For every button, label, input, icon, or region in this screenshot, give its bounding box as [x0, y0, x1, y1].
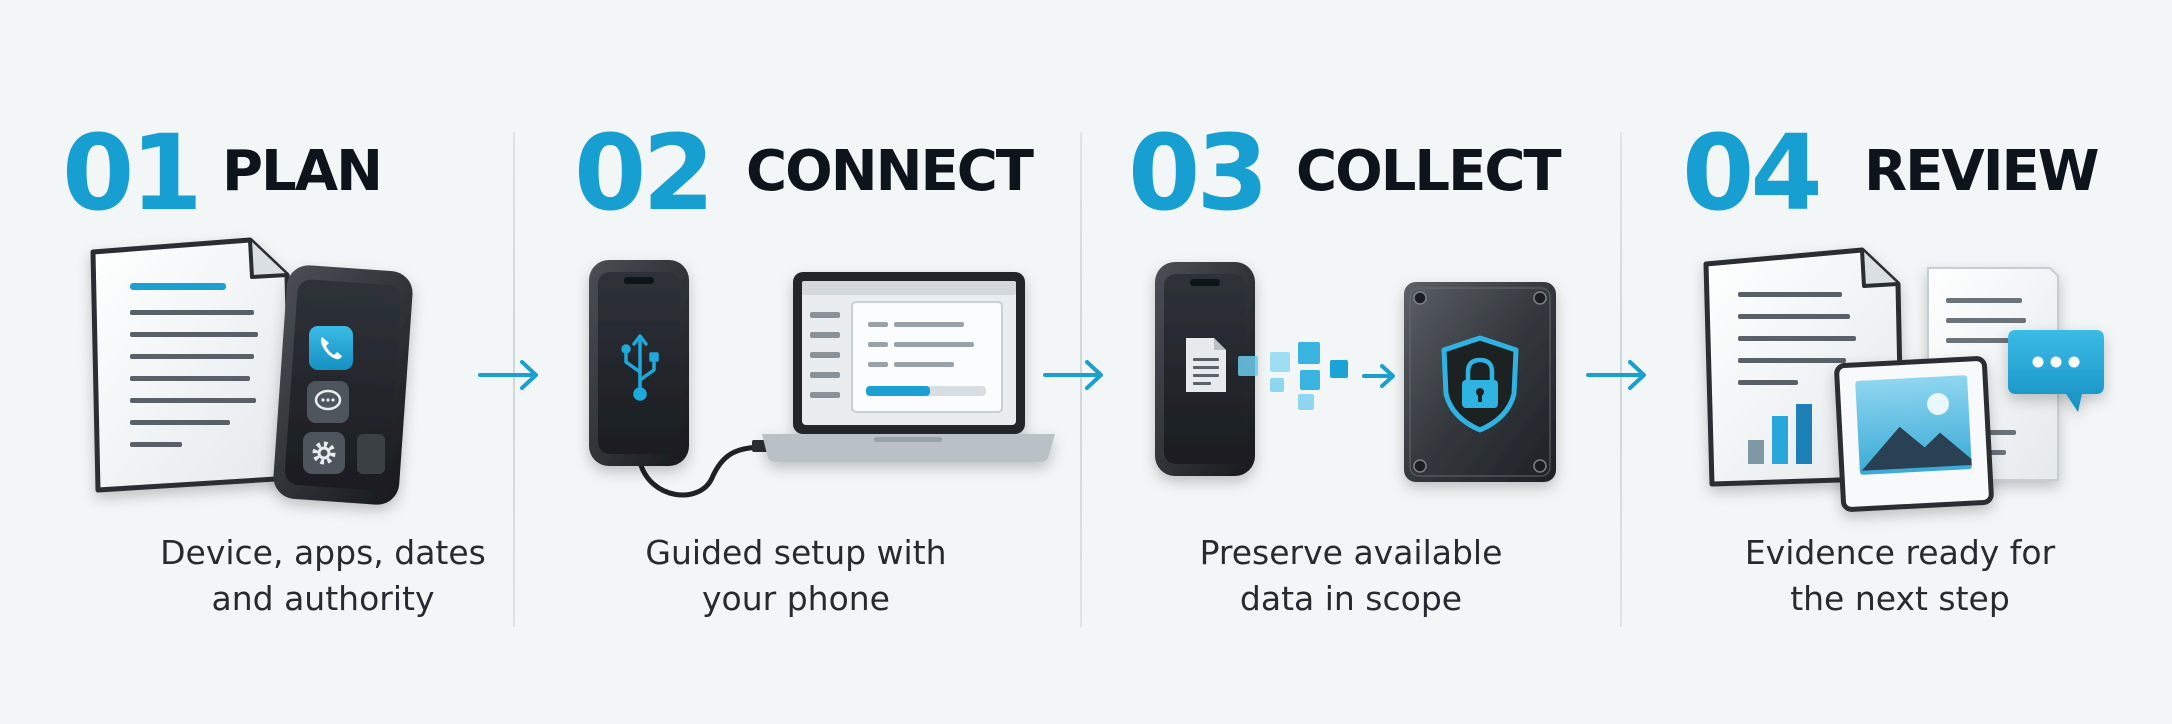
step-divider [513, 132, 515, 627]
caption-line: and authority [211, 579, 435, 618]
caption-line: Device, apps, dates [160, 533, 486, 572]
image-icon [1834, 356, 1994, 512]
secure-storage-icon [1404, 282, 1556, 482]
step-4-caption: Evidence ready for the next step [1680, 530, 2120, 622]
call-app-icon [309, 326, 353, 370]
cable-icon [637, 444, 763, 498]
step-2-caption: Guided setup with your phone [576, 530, 1016, 622]
step-4-title: REVIEW [1864, 139, 2100, 204]
step-3-caption: Preserve available data in scope [1131, 530, 1571, 622]
file-icon [1186, 338, 1226, 392]
phone-icon [273, 265, 413, 505]
caption-line: Evidence ready for [1744, 533, 2056, 572]
step-2-number: 02 [574, 112, 715, 234]
step-divider [1080, 132, 1082, 627]
step-divider [1620, 132, 1622, 627]
chart-icon [1748, 404, 1812, 464]
lock-shield-icon [1441, 335, 1519, 433]
laptop-icon [762, 272, 1055, 462]
usb-icon [621, 334, 659, 401]
chat-app-icon [307, 381, 349, 423]
caption-line: data in scope [1239, 579, 1463, 618]
arrow-right-icon [1043, 360, 1103, 390]
caption-line: Guided setup with [645, 533, 947, 572]
arrow-right-icon [478, 360, 538, 390]
data-transfer-icon [1238, 342, 1395, 410]
step-2-title: CONNECT [746, 139, 1034, 204]
step-4-number: 04 [1682, 112, 1823, 234]
step-3-number: 03 [1128, 112, 1269, 234]
step-1-caption: Device, apps, dates and authority [103, 530, 543, 622]
phone-icon [589, 260, 689, 466]
step-3-title: COLLECT [1296, 139, 1562, 204]
phone-icon [1155, 262, 1255, 476]
gear-app-icon [303, 432, 345, 474]
document-icon [90, 237, 295, 493]
step-1-number: 01 [62, 112, 203, 234]
caption-line: the next step [1790, 579, 2010, 618]
caption-line: your phone [702, 579, 890, 618]
chat-bubble-icon [2008, 330, 2104, 412]
caption-line: Preserve available [1199, 533, 1503, 572]
arrow-right-icon [1586, 360, 1646, 390]
step-1-title: PLAN [222, 139, 383, 204]
